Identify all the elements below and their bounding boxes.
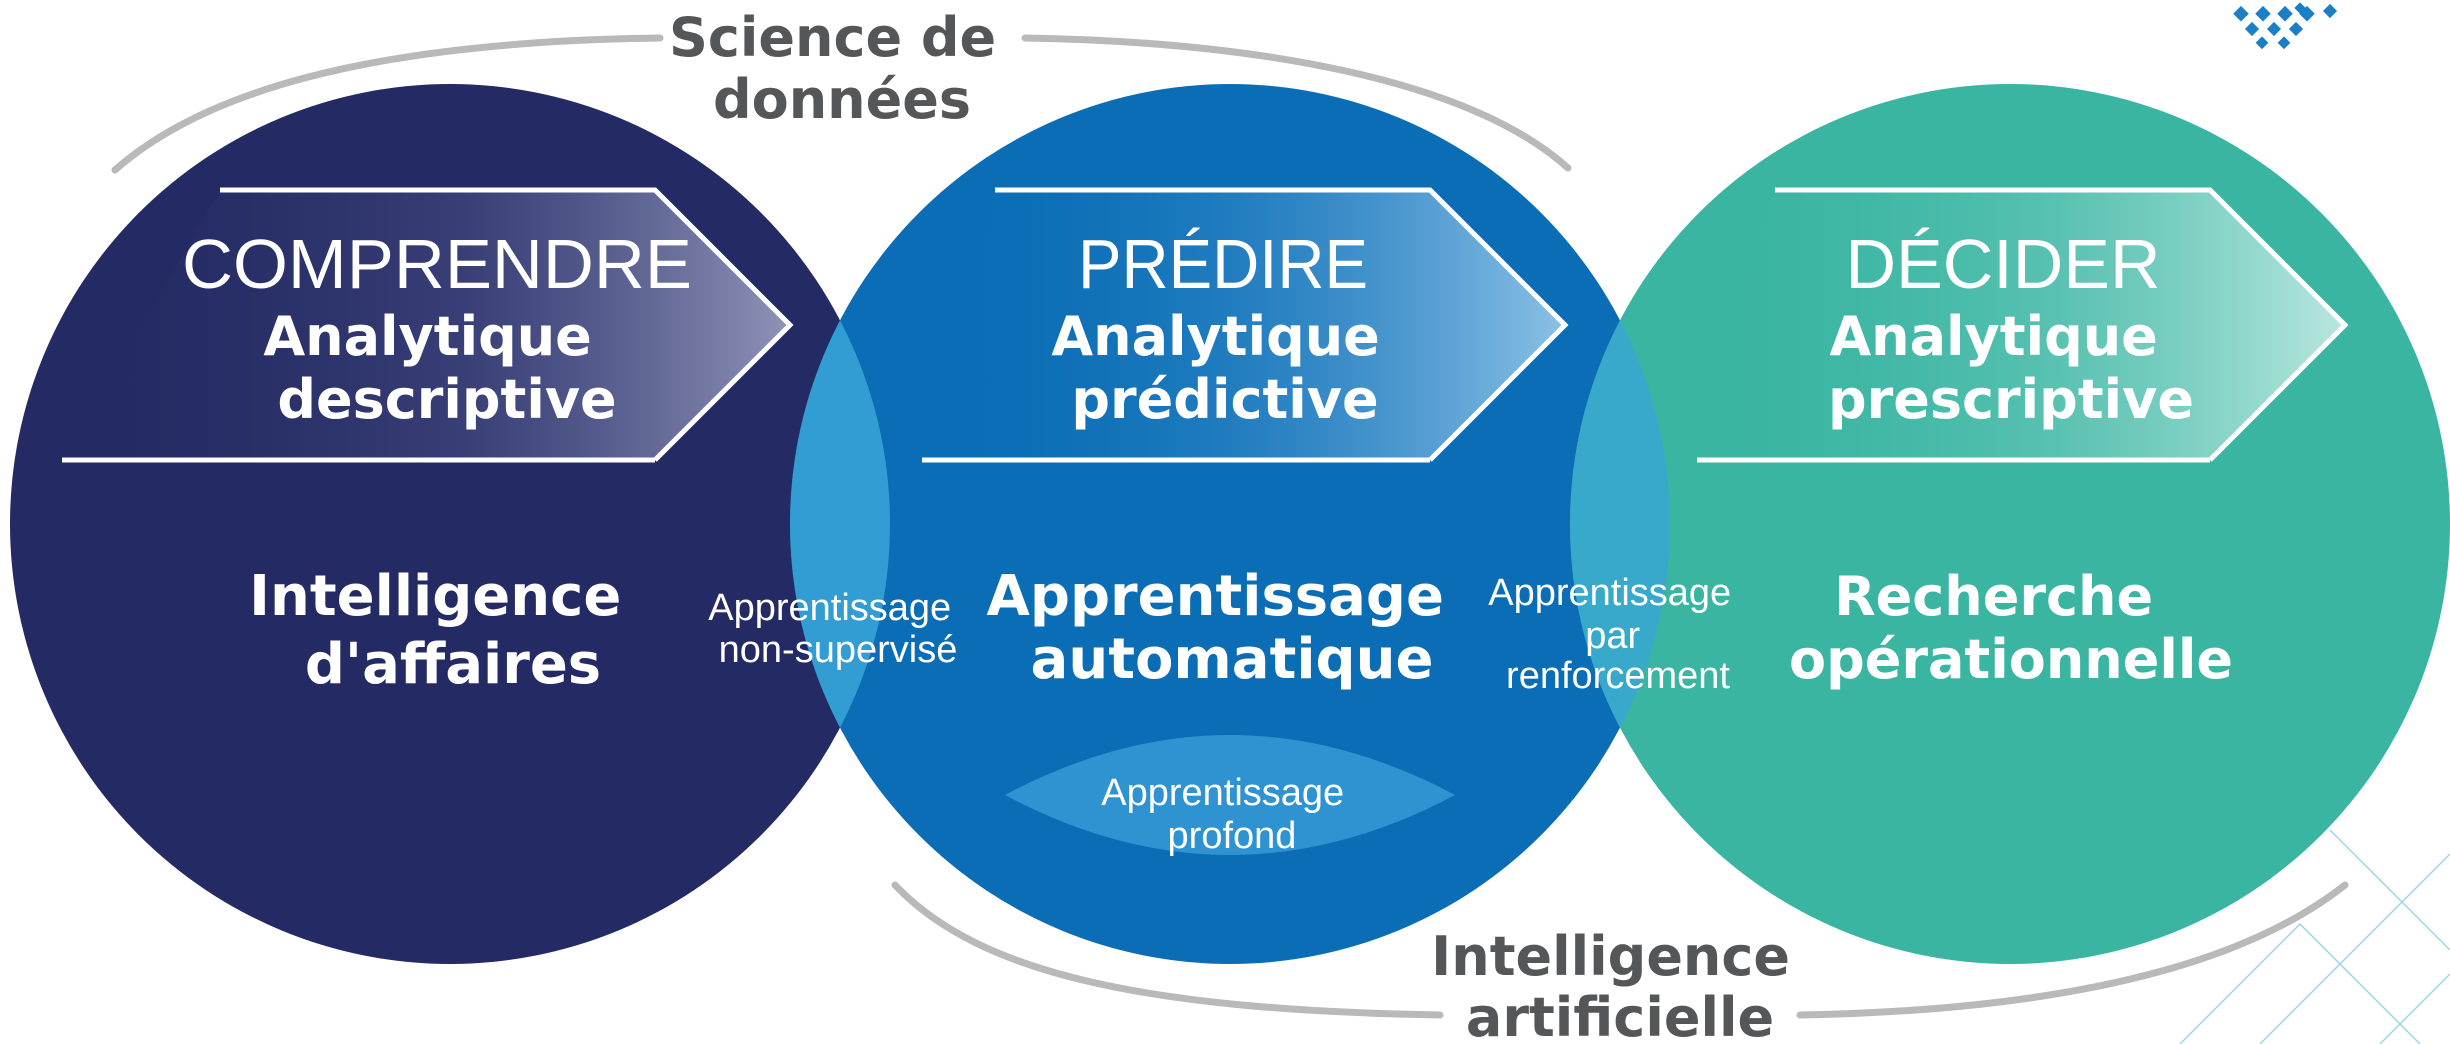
- ai-arc-right: [1796, 881, 2349, 1019]
- stage-title-predire: PRÉDIRE: [1078, 225, 1368, 303]
- label-reinforcement-learning: Apprentissage par renforcement: [1488, 572, 1742, 697]
- analytics-prescriptive: Analytique prescriptive: [1828, 305, 2194, 431]
- analytics-predictive-line-2: prédictive: [1071, 368, 1378, 431]
- banner-comprendre: [62, 187, 794, 463]
- stage-title-decider: DÉCIDER: [1846, 225, 2161, 303]
- discipline-bi-line-1: Intelligence: [249, 564, 621, 629]
- deep-learning-line-1: Apprentissage: [1101, 772, 1344, 814]
- deep-learning-line-2: profond: [1168, 815, 1297, 857]
- science-label: Science de données: [669, 6, 1015, 131]
- ai-label-line-1: Intelligence: [1431, 925, 1790, 988]
- science-arc-left: [111, 34, 664, 174]
- ai-arc-left: [891, 881, 1444, 1019]
- science-label-line-2: données: [713, 68, 971, 131]
- label-unsupervised-learning: Apprentissage non-supervisé: [708, 587, 962, 671]
- discipline-business-intelligence: Intelligence d'affaires: [249, 564, 641, 697]
- discipline-operations-research: Recherche opérationnelle: [1789, 565, 2233, 691]
- discipline-ml-line-2: automatique: [1031, 627, 1434, 692]
- discipline-ml-line-1: Apprentissage: [987, 564, 1444, 629]
- discipline-or-line-2: opérationnelle: [1789, 628, 2233, 691]
- analytics-descriptive: Analytique descriptive: [263, 305, 616, 431]
- diamond-dots-icon: [2233, 2, 2338, 50]
- label-deep-learning: Apprentissage profond: [1101, 772, 1355, 857]
- analytics-descriptive-line-2: descriptive: [277, 368, 616, 431]
- analytics-descriptive-line-1: Analytique: [263, 305, 591, 368]
- science-label-line-1: Science de: [669, 6, 996, 69]
- ai-label-line-2: artificielle: [1466, 986, 1774, 1044]
- reinforcement-line-1: Apprentissage: [1488, 572, 1731, 614]
- analytics-predictive: Analytique prédictive: [1051, 305, 1398, 431]
- reinforcement-line-2: par: [1585, 615, 1640, 657]
- stage-title-comprendre: COMPRENDRE: [182, 225, 692, 303]
- discipline-or-line-1: Recherche: [1834, 565, 2153, 628]
- analytics-predictive-line-1: Analytique: [1051, 305, 1379, 368]
- reinforcement-line-3: renforcement: [1506, 655, 1730, 697]
- banner-decider: [1697, 187, 2349, 463]
- analytics-prescriptive-line-1: Analytique: [1829, 305, 2157, 368]
- analytics-prescriptive-line-2: prescriptive: [1828, 368, 2194, 431]
- discipline-machine-learning: Apprentissage automatique: [987, 564, 1464, 692]
- corner-lines-decoration: [2179, 829, 2450, 1044]
- deep-learning-lens: [1005, 735, 1455, 855]
- science-arc-right: [1021, 34, 1572, 172]
- unsupervised-line-1: Apprentissage: [708, 587, 951, 629]
- discipline-bi-line-2: d'affaires: [305, 632, 601, 697]
- unsupervised-line-2: non-supervisé: [719, 629, 958, 671]
- ai-label: Intelligence artificielle: [1431, 925, 1809, 1044]
- banner-predire: [922, 187, 1569, 463]
